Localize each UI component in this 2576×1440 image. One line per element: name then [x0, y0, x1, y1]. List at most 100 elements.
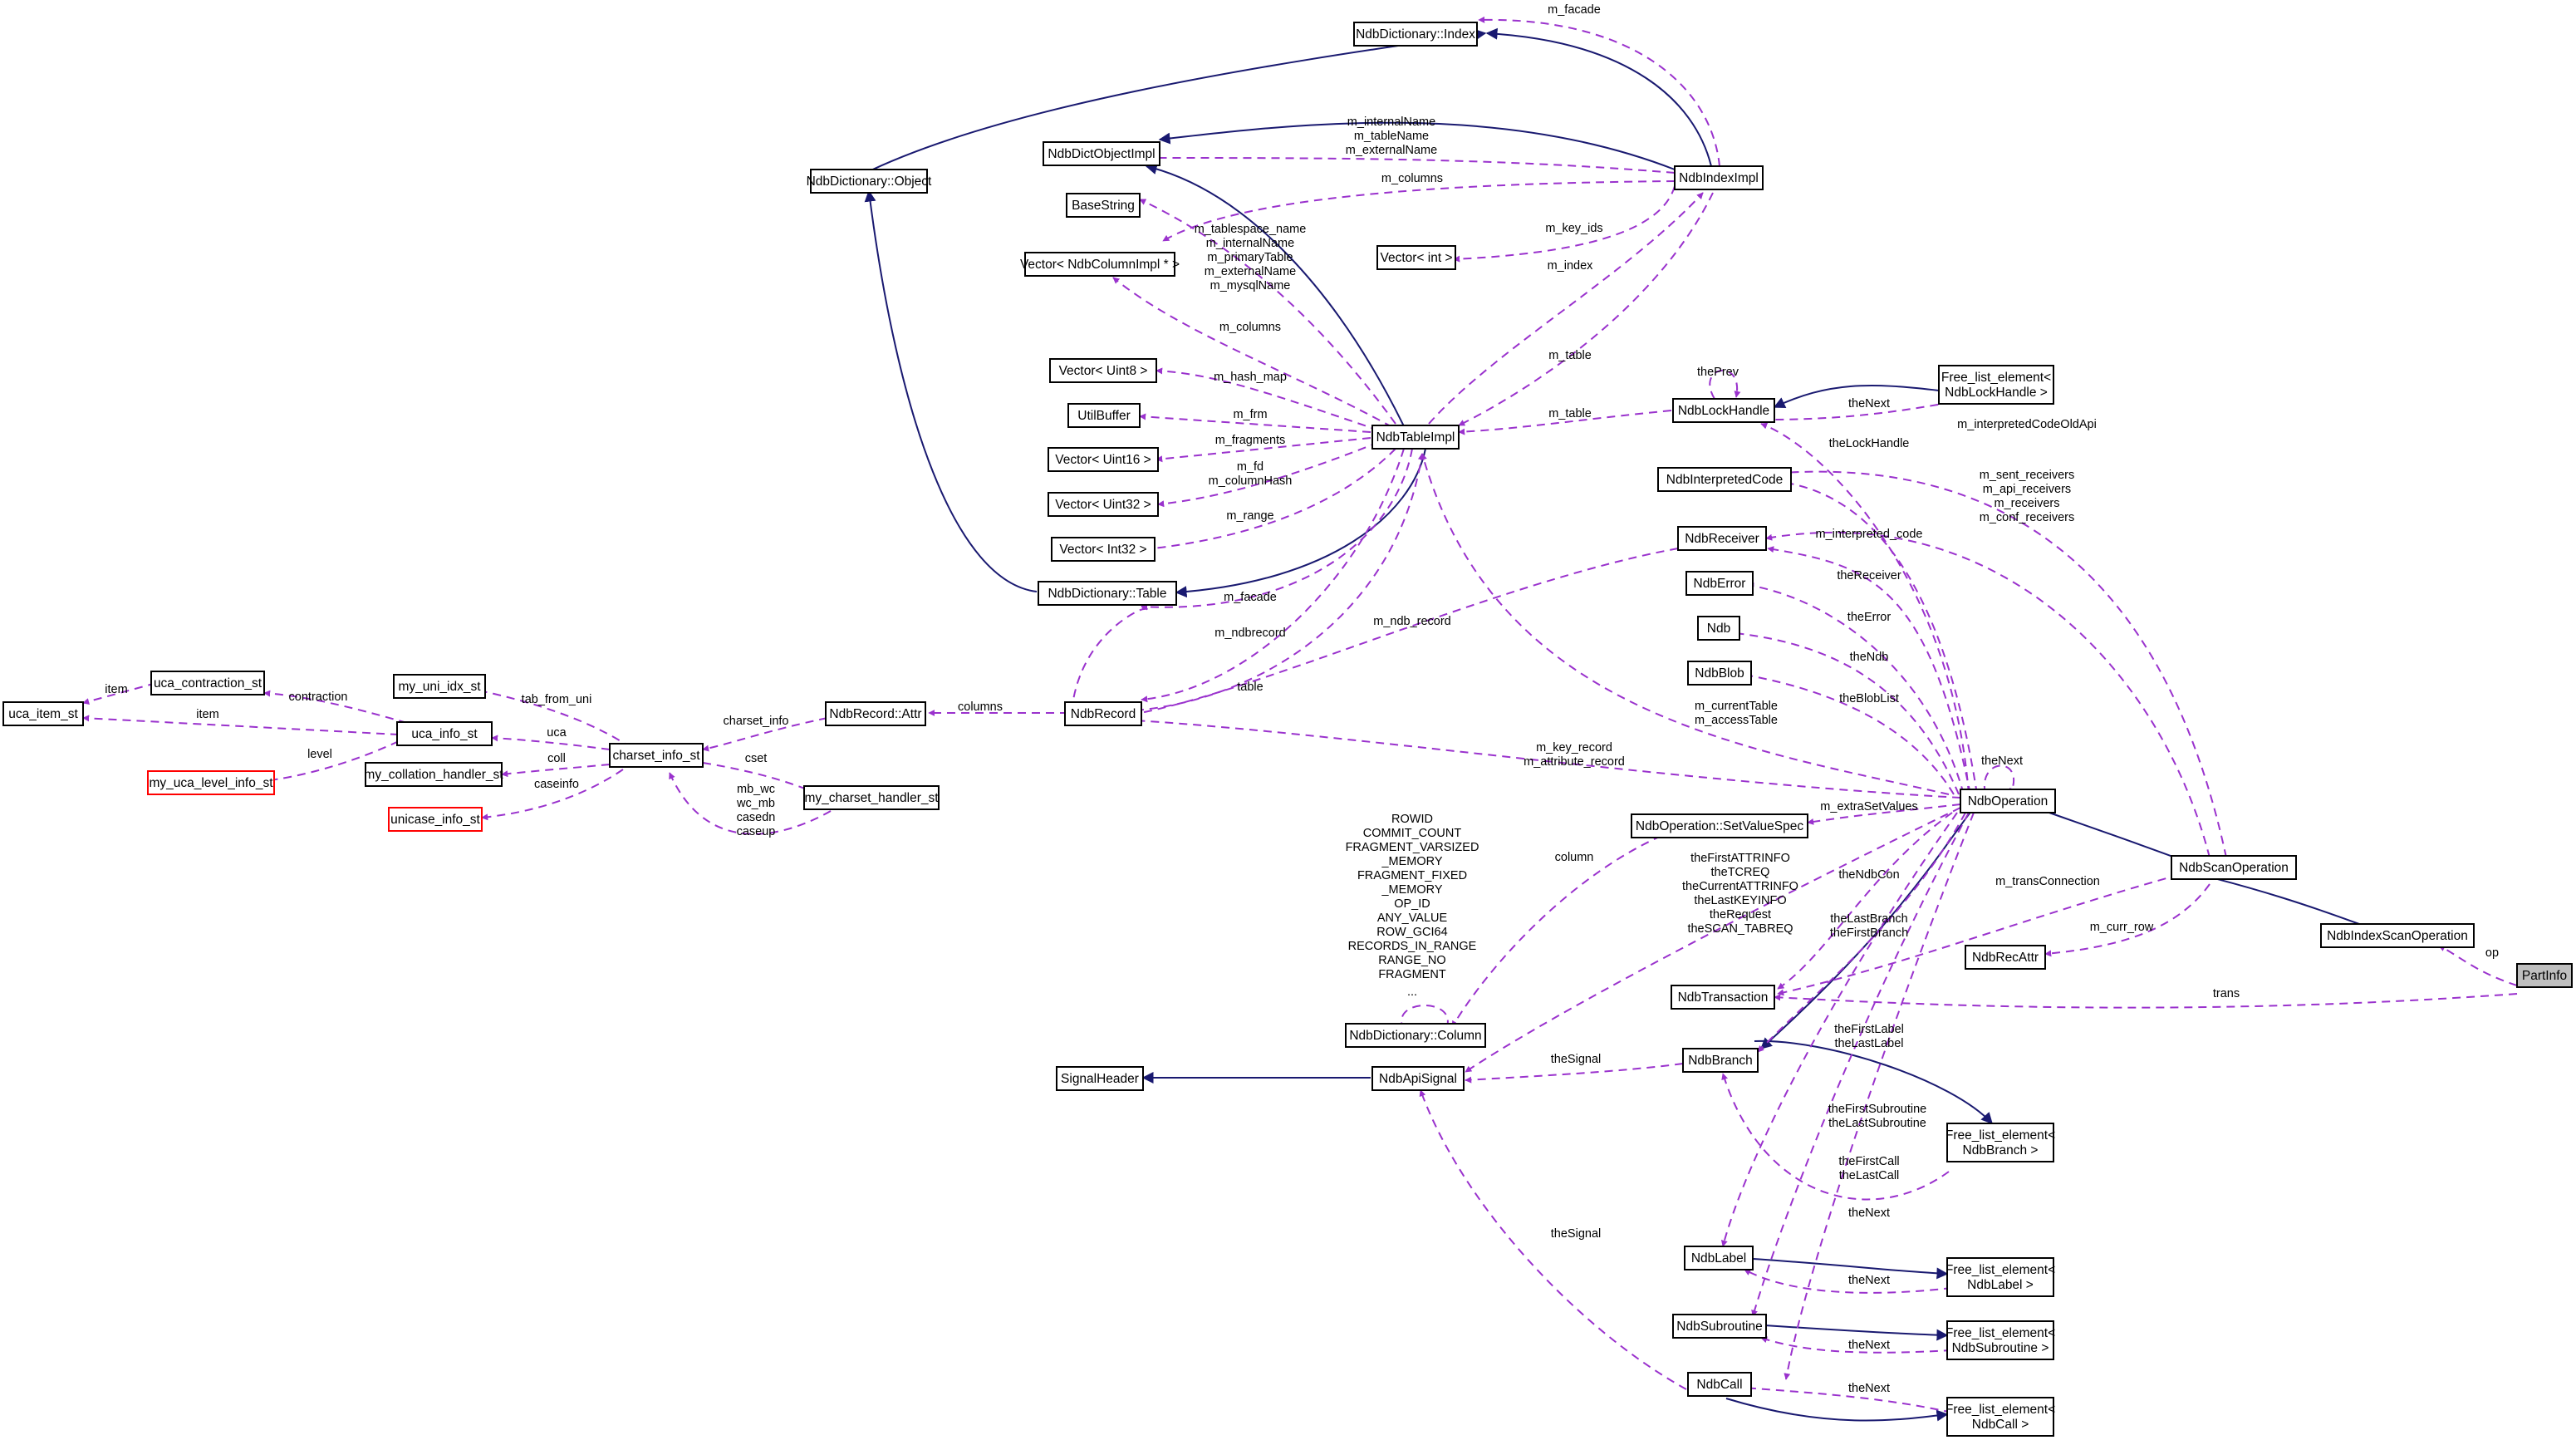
node-vector-uint16[interactable]: Vector< Uint16 >	[1048, 447, 1159, 472]
node-vector-int32[interactable]: Vector< Int32 >	[1051, 537, 1156, 562]
node-basestring[interactable]: BaseString	[1066, 193, 1141, 218]
node-ndbrecord[interactable]: NdbRecord	[1064, 701, 1142, 726]
edge-label: RANGE_NO	[1378, 954, 1445, 967]
node-vector-int[interactable]: Vector< int >	[1376, 245, 1456, 270]
edge-labels: m_facade m_internalName m_tableName m_ex…	[105, 3, 2499, 1395]
node-ndblockhandle[interactable]: NdbLockHandle	[1672, 398, 1775, 423]
edge-free-branch-inherits-branch	[1754, 1039, 1993, 1125]
node-my-collation-handler-st[interactable]: my_collation_handler_st	[364, 762, 503, 787]
edge-label: item	[196, 708, 218, 721]
node-ndbindexscanoperation[interactable]: NdbIndexScanOperation	[2320, 923, 2475, 948]
node-label: uca_item_st	[8, 707, 78, 721]
edge-label: m_externalName	[1205, 265, 1296, 278]
node-ndberror[interactable]: NdbError	[1685, 571, 1754, 596]
edge-operation-receiver	[1767, 546, 1971, 795]
node-vector-uint32[interactable]: Vector< Uint32 >	[1048, 492, 1159, 517]
edge-label: theNdbCon	[1838, 868, 1899, 882]
edge-operation-bloblist	[1744, 672, 1955, 795]
node-label: NdbRecAttr	[1972, 951, 2039, 965]
edge-label: theTCREQ	[1711, 866, 1770, 879]
node-label: Vector< Int32 >	[1059, 543, 1146, 557]
edge-free-lockhandle-next	[1764, 401, 1953, 423]
edge-label: m_primaryTable	[1207, 251, 1293, 264]
edge-label: FRAGMENT_VARSIZED	[1346, 841, 1479, 854]
node-ndboperation-setvaluespec[interactable]: NdbOperation::SetValueSpec	[1631, 813, 1808, 838]
node-uca-item-st[interactable]: uca_item_st	[2, 701, 84, 726]
edge-lockhandle-table	[1458, 410, 1672, 435]
node-ndbcall[interactable]: NdbCall	[1687, 1372, 1752, 1397]
edge-label: theNext	[1848, 1207, 1890, 1220]
node-charset-info-st[interactable]: charset_info_st	[609, 743, 704, 768]
node-free-list-call[interactable]: Free_list_element<NdbCall >	[1945, 1397, 2055, 1437]
edge-label: op	[2485, 946, 2499, 960]
node-unicase-info-st[interactable]: unicase_info_st	[388, 807, 483, 832]
node-utilbuffer[interactable]: UtilBuffer	[1067, 403, 1141, 428]
node-uca-contraction-st[interactable]: uca_contraction_st	[150, 671, 265, 695]
node-ndbblob[interactable]: NdbBlob	[1687, 661, 1752, 686]
node-partinfo[interactable]: PartInfo	[2516, 963, 2573, 988]
node-my-uni-idx-st[interactable]: my_uni_idx_st	[393, 674, 486, 699]
node-free-list-label[interactable]: Free_list_element<NdbLabel >	[1945, 1257, 2055, 1297]
node-ndbreceiver[interactable]: NdbReceiver	[1677, 526, 1767, 551]
edge-index-inherits-object	[861, 28, 1487, 175]
edge-label: m_fd	[1237, 460, 1263, 474]
edge-operation-lockhandle	[1760, 422, 1970, 795]
node-label: Free_list_element<	[1945, 1263, 2055, 1277]
edge-label: m_externalName	[1346, 144, 1437, 157]
edge-lockhandle-prev	[1709, 369, 1741, 400]
edge-label: table	[1237, 681, 1263, 694]
edge-label: theLastBranch	[1830, 912, 1908, 926]
node-ndblabel[interactable]: NdbLabel	[1684, 1246, 1754, 1270]
node-label: NdbBlob	[1695, 666, 1744, 681]
edge-label: cset	[745, 752, 768, 765]
node-label: NdbRecord	[1071, 707, 1136, 721]
node-ndbrecattr[interactable]: NdbRecAttr	[1965, 945, 2046, 970]
node-signalheader[interactable]: SignalHeader	[1056, 1066, 1144, 1091]
edge-tableimpl-fragments	[1156, 437, 1371, 463]
node-ndbsubroutine[interactable]: NdbSubroutine	[1672, 1314, 1767, 1339]
node-free-list-subroutine[interactable]: Free_list_element<NdbSubroutine >	[1945, 1320, 2055, 1360]
node-label: NdbDictionary::Column	[1349, 1029, 1481, 1043]
node-ndbindeximpl[interactable]: NdbIndexImpl	[1674, 165, 1764, 190]
node-ndbdictionary-table[interactable]: NdbDictionary::Table	[1038, 581, 1177, 606]
edge-indeximpl-inherits-index	[1485, 27, 1712, 167]
edge-call-apisignal	[1419, 1089, 1687, 1390]
edge-label: m_fragments	[1215, 434, 1286, 447]
node-free-list-lockhandle[interactable]: Free_list_element<NdbLockHandle >	[1938, 365, 2054, 405]
node-label: NdbIndexScanOperation	[2327, 929, 2468, 943]
node-ndbinterpretedcode[interactable]: NdbInterpretedCode	[1657, 467, 1792, 492]
node-my-charset-handler-st[interactable]: my_charset_handler_st	[803, 785, 940, 810]
node-ndbapisignal[interactable]: NdbApiSignal	[1371, 1066, 1465, 1091]
node-ndbrecord-attr[interactable]: NdbRecord::Attr	[825, 701, 926, 726]
edge-label: m_range	[1226, 509, 1273, 523]
node-ndbtableimpl[interactable]: NdbTableImpl	[1371, 425, 1460, 450]
node-ndbscanoperation[interactable]: NdbScanOperation	[2171, 855, 2297, 880]
edge-scanop-transaction	[1777, 870, 2194, 996]
edge-label: theNext	[1848, 1274, 1890, 1287]
node-ndbbranch[interactable]: NdbBranch	[1682, 1048, 1759, 1073]
node-label: NdbSubroutine >	[1952, 1341, 2049, 1355]
edge-csethandler-charset	[669, 772, 832, 835]
edge-indeximpl-table	[1458, 192, 1714, 426]
node-ndboperation[interactable]: NdbOperation	[1960, 789, 2056, 813]
edge-indeximpl-keyids	[1453, 185, 1676, 263]
node-free-list-branch[interactable]: Free_list_element<NdbBranch >	[1945, 1123, 2055, 1162]
node-ndbdictionary-index[interactable]: NdbDictionary::Index	[1353, 22, 1478, 47]
node-ndb[interactable]: Ndb	[1697, 616, 1740, 641]
edge-label: m_columns	[1381, 172, 1443, 185]
node-vector-columnimpl[interactable]: Vector< NdbColumnImpl * >	[1020, 252, 1180, 277]
edge-freecall-call	[1744, 1384, 1953, 1413]
node-ndbdictionary-column[interactable]: NdbDictionary::Column	[1345, 1023, 1486, 1048]
node-vector-uint8[interactable]: Vector< Uint8 >	[1049, 358, 1157, 383]
edge-label: RECORDS_IN_RANGE	[1348, 940, 1477, 953]
node-uca-info-st[interactable]: uca_info_st	[396, 721, 493, 746]
edge-label: theSignal	[1551, 1227, 1601, 1241]
edge-tableimpl-fd	[1157, 441, 1380, 508]
node-my-uca-level-info-st[interactable]: my_uca_level_info_st	[147, 770, 275, 795]
node-label: NdbCall	[1696, 1378, 1742, 1392]
node-ndbdictionary-object[interactable]: NdbDictionary::Object	[807, 169, 932, 194]
node-ndbtransaction[interactable]: NdbTransaction	[1671, 985, 1775, 1010]
node-ndbdictobjectimpl[interactable]: NdbDictObjectImpl	[1043, 141, 1160, 166]
edge-label: theLastSubroutine	[1828, 1117, 1926, 1130]
edge-label: m_accessTable	[1695, 714, 1778, 727]
